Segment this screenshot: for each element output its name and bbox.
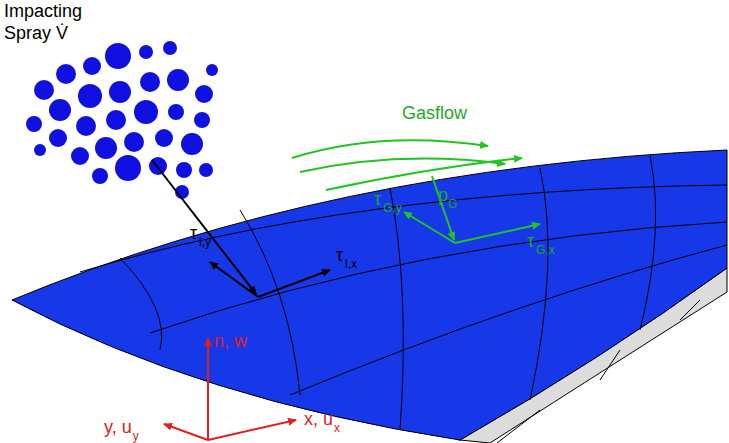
title-label: Impacting bbox=[4, 2, 82, 22]
subscript-label: l,x bbox=[345, 258, 357, 271]
symbol-label: τ bbox=[374, 190, 381, 210]
symbol-label: p bbox=[438, 186, 448, 206]
stress-arrow bbox=[258, 270, 330, 297]
spray-droplets bbox=[26, 41, 218, 199]
gasflow-arrows bbox=[292, 140, 522, 190]
axis-label: y, u bbox=[104, 418, 132, 438]
subscript-label: y bbox=[133, 430, 139, 443]
symbol-label: τ bbox=[527, 232, 534, 252]
axis-arrow bbox=[208, 420, 296, 440]
film-grid bbox=[80, 156, 727, 430]
spray-arrow bbox=[152, 160, 256, 294]
subscript-label: G bbox=[448, 198, 457, 211]
subscript-label: G,y bbox=[383, 202, 402, 215]
axis-label: x, u bbox=[304, 410, 333, 430]
stress-arrow bbox=[210, 262, 258, 297]
subscript-label: G,x bbox=[536, 244, 555, 257]
axis-arrow bbox=[207, 338, 209, 440]
stress-arrow bbox=[404, 212, 455, 243]
liquid-film bbox=[12, 150, 727, 440]
axis-label: n, w bbox=[214, 332, 247, 352]
subscript-label: x bbox=[334, 422, 340, 435]
symbol-label: τ bbox=[190, 224, 197, 244]
symbol-label: τ bbox=[336, 246, 343, 266]
title-label: Spray V̇ bbox=[4, 24, 68, 44]
subscript-label: l,y bbox=[199, 236, 211, 249]
axis-arrow bbox=[164, 424, 208, 440]
flow-label: Gasflow bbox=[402, 104, 467, 124]
